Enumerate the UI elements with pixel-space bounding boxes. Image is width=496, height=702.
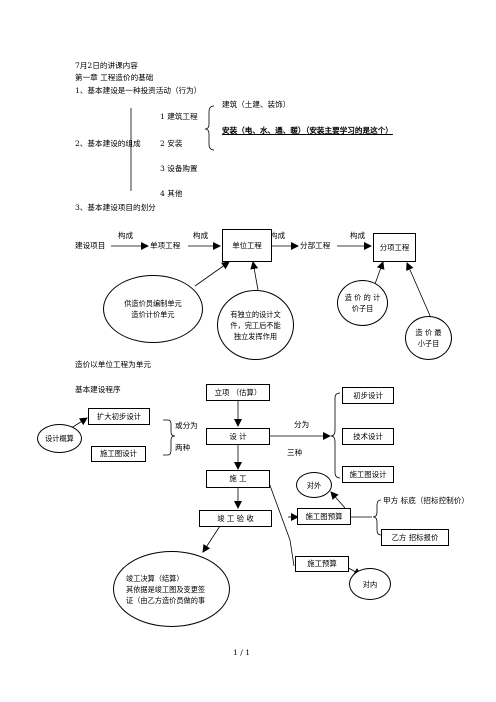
compose-label-4: 构成 [350,231,366,240]
composition-install-note: 安装（电、水、通、暖）（安装主要学习的是这个） [222,126,393,135]
bubble-unit-price: 供造价员编制单元 造价计价单元 [103,275,203,343]
internal-bubble: 对内 [349,568,391,600]
item-3: 3、基本建设项目的划分 [75,203,156,212]
party-a-line: 甲方 标底（招标控制价） [383,496,469,505]
chapter-title: 第一章 工程造价的基础 [75,73,154,82]
composition-install: 2 安装 [160,139,183,148]
page-number: 1 / 1 [233,648,251,657]
design-outline-bubble: 设计概算 [37,424,82,453]
external-bubble: 对外 [296,472,332,498]
bubble-smallest: 造 价 最 小子目 [405,316,452,360]
item-1: 1、基本建设是一种投资活动（行为） [75,86,202,95]
two-types-label: 或分为 [175,421,198,430]
expanded-design-box: 扩大初步设计 [88,408,150,425]
prelim-design-box: 初步设计 [342,387,394,404]
item-project-box: 分项工程 [373,233,416,262]
item-2: 2、基本建设的组成 [75,139,141,148]
cons-drawing-right-box: 施工图设计 [342,466,394,483]
construction-box: 施 工 [206,470,270,488]
composition-building: 1 建筑工程 [160,112,198,121]
composition-equipment: 3 设备购置 [160,164,198,173]
single-project: 单项工程 [150,241,181,250]
three-types-label: 分为 [294,420,310,429]
compose-label-2: 构成 [193,231,209,240]
date-line: 7月2日的讲课内容 [75,61,138,70]
acceptance-box: 竣 工 验 收 [199,510,272,527]
composition-brace [204,105,215,151]
approval-box: 立项 （估算） [206,384,270,401]
composition-other: 4 其他 [160,189,183,198]
composition-building-detail: 建筑（土建、装饰） [222,100,291,109]
construction-project: 建设项目 [75,241,106,250]
design-box: 设 计 [206,428,270,445]
bubble-subitem: 造 价 的 计 价子目 [337,280,388,326]
cons-budget-drawing-box: 施工图预算 [297,508,351,525]
budget-brace [372,499,382,536]
bubble-independent: 有独立的设计文 件，完工后不能 独立发挥作用 [217,290,294,360]
cons-budget-box: 施工预算 [295,556,349,572]
design-left-brace [163,419,176,456]
unit-note: 造价以单位工程为单元 [75,360,151,369]
two-types-label-b: 两种 [175,443,191,452]
three-types-label-b: 三种 [287,448,303,457]
technical-design-box: 技术设计 [342,428,394,445]
cons-drawing-left-box: 施工图设计 [91,446,146,462]
compose-label-3: 构成 [270,231,286,240]
final-settlement-bubble: 竣工决算（结算） 其依据是竣工图及变更签 证（由乙方造价员做的事 [113,551,230,627]
unit-project-box: 单位工程 [222,229,272,262]
design-right-brace [330,392,341,479]
compose-label-1: 构成 [118,231,134,240]
process-title: 基本建设程序 [75,385,121,394]
party-b-box: 乙方 招标报价 [381,529,449,546]
sub-project: 分部工程 [300,241,331,250]
